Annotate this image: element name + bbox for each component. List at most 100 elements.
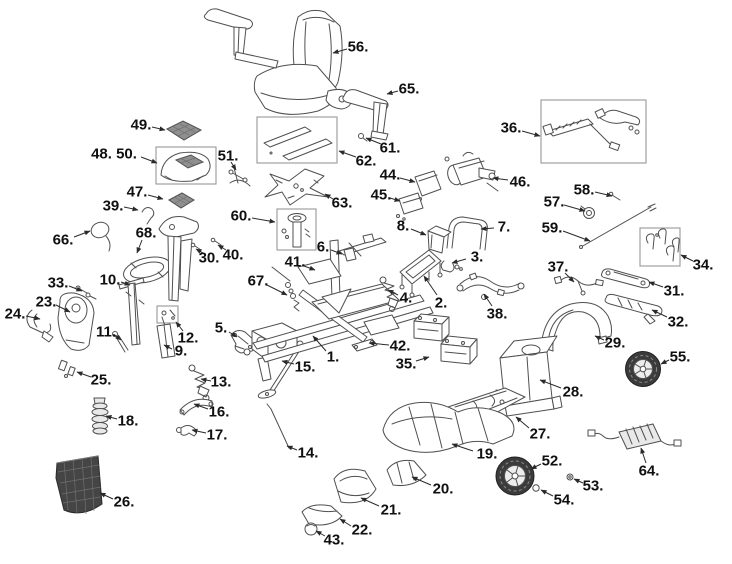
group-boxes-layer: [155, 99, 681, 324]
callout-26: 26.: [99, 492, 135, 511]
part-number-label: 26.: [114, 494, 135, 511]
bumper-31-illustration: [601, 268, 651, 289]
part-number-label: 63.: [332, 195, 353, 212]
callout-18: 18.: [105, 413, 138, 430]
part-number-label: 45.: [371, 187, 392, 204]
callout-45: 45.: [371, 187, 401, 204]
cable-loop-illustration: [90, 221, 111, 252]
callout-32: 32.: [651, 309, 688, 331]
group-box-62: [256, 116, 338, 164]
part-number-label: 38.: [487, 306, 508, 323]
part-number-label: 46.: [510, 174, 531, 191]
front-cowl-illustration: [333, 468, 377, 504]
keypad-49-illustration: [165, 120, 203, 141]
part-number-label: 23.: [36, 294, 57, 311]
shock-13-illustration: [188, 364, 210, 402]
part-number-label: 34.: [693, 257, 714, 274]
callout-56: 56.: [332, 39, 368, 56]
part-number-label: 13.: [211, 374, 232, 391]
part-number-label: 28.: [563, 384, 584, 401]
callout-49: 49.: [131, 117, 166, 134]
steering-shaft-illustration: [257, 344, 305, 399]
callout-36: 36.: [501, 120, 541, 137]
group-box-60: [276, 208, 317, 251]
cable-38-illustration: [456, 272, 525, 300]
callout-51: 51.: [218, 148, 238, 171]
bracket-42-illustration: [351, 338, 378, 352]
part-number-label: 54.: [554, 492, 575, 509]
callout-66: 66.: [53, 230, 91, 249]
callout-52: 52.: [530, 453, 562, 470]
nut-53-illustration: [566, 473, 574, 481]
callout-67: 67.: [248, 273, 288, 296]
clamp-3-illustration: [440, 260, 463, 273]
callout-38: 38.: [483, 293, 508, 323]
armrest-illustration: [342, 89, 389, 141]
module-45-illustration: [396, 192, 424, 221]
part-number-label: 68.: [136, 225, 157, 242]
callout-25: 25.: [76, 371, 112, 389]
part-number-label: 21.: [381, 502, 402, 519]
callout-34: 34.: [680, 254, 714, 274]
part-number-label: 31.: [664, 283, 685, 300]
callout-63: 63.: [324, 193, 353, 212]
screw-61-illustration: [358, 133, 368, 142]
callout-29: 29.: [594, 335, 625, 352]
shroud-piece-20-illustration: [386, 459, 427, 486]
tiller-column-illustration: [118, 277, 145, 346]
callout-13: 13.: [200, 374, 232, 391]
callout-41: 41.: [285, 254, 316, 271]
bracket-8-illustration: [427, 225, 452, 254]
callout-30: 30.: [195, 248, 219, 267]
part-number-label: 7.: [498, 219, 511, 236]
u-bar-7-illustration: [446, 216, 488, 251]
part-number-label: 41.: [285, 254, 306, 271]
part-number-label: 64.: [639, 463, 660, 480]
part-number-label: 55.: [670, 349, 691, 366]
part-number-label: 20.: [433, 481, 454, 498]
part-number-label: 49.: [131, 117, 152, 134]
batteries-illustration: [413, 313, 478, 365]
part-number-label: 37.: [548, 259, 569, 276]
bellows-illustration: [91, 397, 109, 435]
callout-20: 20.: [411, 476, 454, 498]
callout-48-50: 48. 50.: [91, 146, 158, 164]
part-number-label: 17.: [207, 427, 228, 444]
callout-17: 17.: [191, 427, 228, 444]
charger-illustration: [587, 423, 682, 450]
part-number-label: 25.: [91, 372, 112, 389]
part-number-label: 27.: [530, 426, 551, 443]
callout-7: 7.: [480, 219, 511, 236]
cap-43-illustration: [304, 522, 318, 536]
callout-33: 33.: [48, 275, 83, 292]
rod-14-illustration: [266, 403, 290, 449]
callout-27: 27.: [515, 416, 551, 443]
motor-illustration: [444, 151, 499, 192]
seat-post-illustration: [281, 213, 311, 248]
callout-57: 57.: [544, 194, 586, 212]
callout-16: 16.: [193, 403, 229, 421]
callout-55: 55.: [660, 349, 691, 366]
washer-54-illustration: [532, 484, 540, 492]
seat-base-plate-illustration: [264, 168, 329, 206]
callout-21: 21.: [360, 497, 402, 519]
callout-58: 58.: [574, 182, 613, 199]
part-number-label: 36.: [501, 120, 522, 137]
knob-57-illustration: [580, 205, 595, 219]
callout-47: 47.: [127, 184, 164, 201]
part-number-label: 39.: [103, 198, 124, 215]
callout-14: 14.: [286, 445, 319, 462]
seat-armrest-illustration: [203, 8, 279, 69]
callout-68: 68.: [136, 225, 157, 254]
front-wheel-illustration: [495, 456, 535, 496]
part-number-label: 14.: [298, 445, 319, 462]
callout-31: 31.: [648, 281, 685, 300]
seat-slide-rails-illustration: [263, 126, 333, 161]
group-box-12: [156, 305, 179, 324]
part-number-label: 42.: [390, 338, 411, 355]
callout-1: 1.: [312, 335, 339, 366]
callout-19: 19.: [451, 443, 497, 463]
floor-mat-41-illustration: [297, 258, 342, 285]
part-number-label: 53.: [583, 478, 604, 495]
